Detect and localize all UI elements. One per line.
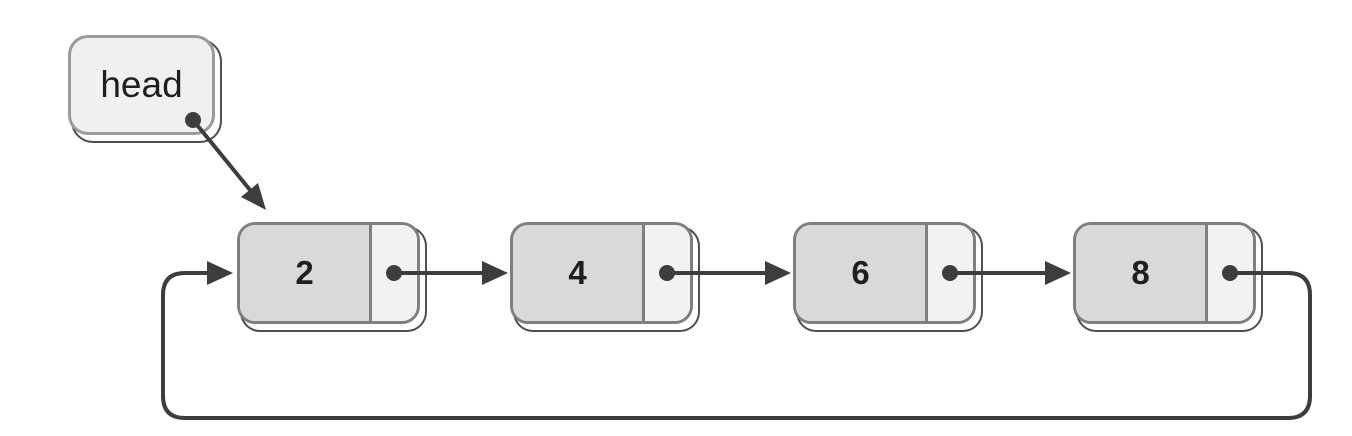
node-next-pointer-cell xyxy=(645,225,690,321)
node-next-pointer-cell xyxy=(928,225,973,321)
node-value-cell: 6 xyxy=(796,225,928,321)
node-value-cell: 2 xyxy=(240,225,372,321)
list-node: 4 xyxy=(510,222,693,324)
list-node: 8 xyxy=(1073,222,1256,324)
list-node: 2 xyxy=(237,222,420,324)
list-node: 6 xyxy=(793,222,976,324)
node-next-pointer-cell xyxy=(372,225,417,321)
head-pointer-box: head xyxy=(68,35,215,135)
node-next-pointer-cell xyxy=(1208,225,1253,321)
node-value-cell: 8 xyxy=(1076,225,1208,321)
node-value-cell: 4 xyxy=(513,225,645,321)
head-label: head xyxy=(100,64,183,105)
